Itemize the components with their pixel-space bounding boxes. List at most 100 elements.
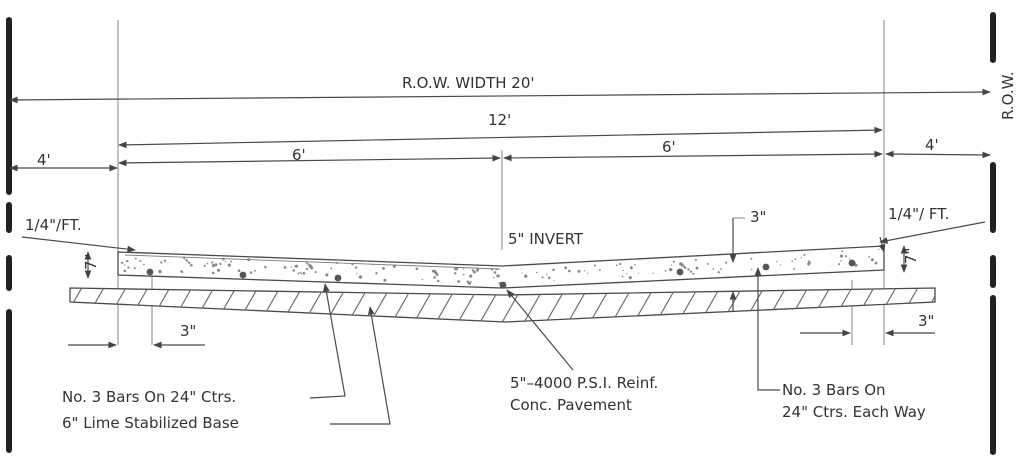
aggregate-dot xyxy=(123,269,127,273)
aggregate-dot xyxy=(299,271,301,274)
six-foot-right-dimension xyxy=(503,150,883,162)
aggregate-dot xyxy=(336,261,339,265)
aggregate-dot xyxy=(844,255,848,258)
aggregate-dot xyxy=(800,256,803,259)
aggregate-dot xyxy=(290,266,292,269)
aggregate-dot xyxy=(547,276,551,280)
aggregate-dot xyxy=(121,261,124,264)
aggregate-dot xyxy=(383,278,387,282)
aggregate-dot xyxy=(492,276,495,279)
aggregate-dot xyxy=(725,261,728,264)
aggregate-dot xyxy=(495,268,498,271)
aggregate-dot xyxy=(872,259,874,261)
concrete-pavement-slab xyxy=(117,245,885,289)
aggregate-dot xyxy=(189,262,191,264)
six-foot-right-label: 6' xyxy=(662,138,676,156)
aggregate-dot xyxy=(219,262,222,266)
aggregate-dot xyxy=(568,269,571,273)
slope-indicators xyxy=(21,221,986,253)
aggregate-dot xyxy=(133,267,136,270)
aggregate-dot xyxy=(874,261,878,265)
aggregate-dot xyxy=(214,263,218,267)
aggregate-dot xyxy=(692,272,695,275)
twelve-foot-label: 12' xyxy=(488,111,511,129)
leader-lines xyxy=(309,236,886,425)
aggregate-dot xyxy=(264,265,267,269)
aggregate-dot xyxy=(652,272,654,274)
aggregate-dot xyxy=(230,260,232,263)
lime-base-label: 6" Lime Stabilized Base xyxy=(62,414,239,432)
aggregate-dot xyxy=(493,271,497,274)
three-inch-left-label: 3" xyxy=(180,322,196,340)
aggregate-dot xyxy=(325,273,329,277)
aggregate-dot xyxy=(351,262,354,266)
pavement-spec-line1: 5"–4000 P.S.I. Reinf. xyxy=(510,374,658,392)
aggregate-dot xyxy=(314,271,317,274)
aggregate-dot xyxy=(776,261,778,263)
slope-left-label: 1/4"/FT. xyxy=(25,216,82,234)
invert-label: 5" INVERT xyxy=(508,230,584,248)
aggregate-dot xyxy=(305,261,308,264)
aggregate-dot xyxy=(664,269,667,272)
aggregate-dot xyxy=(382,266,385,270)
three-inch-top-label: 3" xyxy=(750,208,766,226)
aggregate-dot xyxy=(598,268,601,271)
aggregate-dot xyxy=(392,264,396,268)
pavement-aggregate-stipple xyxy=(121,248,880,285)
aggregate-dot xyxy=(670,264,673,266)
aggregate-dot xyxy=(302,272,306,275)
aggregate-dot xyxy=(191,264,193,267)
aggregate-dot xyxy=(583,270,586,272)
aggregate-dot xyxy=(375,272,378,275)
aggregate-dot xyxy=(706,262,709,265)
four-foot-right-label: 4' xyxy=(925,136,939,154)
six-foot-left-dimension xyxy=(118,154,501,167)
pavement-spec-line2: Conc. Pavement xyxy=(510,396,632,414)
aggregate-dot xyxy=(629,266,633,270)
aggregate-dot xyxy=(564,266,568,270)
three-inch-right-label: 3" xyxy=(918,312,934,330)
aggregate-dot xyxy=(803,253,806,256)
aggregate-dot xyxy=(371,264,374,266)
aggregate-dot xyxy=(283,266,287,269)
drawing-labels: R.O.W. WIDTH 20' R.O.W. 12' 4' 6' 6' 4' … xyxy=(25,71,1017,432)
aggregate-dot xyxy=(680,263,684,267)
aggregate-dot xyxy=(672,260,676,263)
aggregate-dot xyxy=(300,272,303,275)
aggregate-dot xyxy=(839,254,844,258)
aggregate-dot xyxy=(779,264,782,266)
aggregate-dot xyxy=(139,260,142,262)
slope-right-label: 1/4"/ FT. xyxy=(888,205,949,223)
aggregate-dot xyxy=(497,274,500,278)
aggregate-dot xyxy=(221,257,225,261)
dimension-lines xyxy=(9,88,991,172)
aggregate-dot xyxy=(158,269,162,274)
aggregate-dot xyxy=(687,268,690,271)
aggregate-dot xyxy=(577,269,581,273)
aggregate-dot xyxy=(330,267,333,270)
aggregate-dot xyxy=(186,260,189,262)
aggregate-dot xyxy=(807,262,811,266)
aggregate-dot xyxy=(309,265,313,269)
aggregate-dot xyxy=(126,259,129,263)
aggregate-dot xyxy=(669,267,673,272)
aggregate-dot xyxy=(127,266,130,269)
aggregate-dot xyxy=(436,279,440,283)
aggregate-dot xyxy=(628,276,632,280)
aggregate-dot xyxy=(434,271,438,275)
aggregate-dot xyxy=(546,273,548,276)
aggregate-dot xyxy=(211,271,215,275)
hatch-line xyxy=(940,284,964,326)
aggregate-dot xyxy=(695,266,699,270)
aggregate-dot xyxy=(292,269,296,272)
aggregate-dot xyxy=(541,276,544,279)
aggregate-dot xyxy=(552,268,555,271)
aggregate-dot xyxy=(211,263,216,268)
aggregate-dot xyxy=(163,259,167,262)
aggregate-dot xyxy=(868,256,870,258)
aggregate-dot xyxy=(462,273,465,276)
aggregate-dot xyxy=(307,262,309,265)
aggregate-dot xyxy=(553,280,555,282)
aggregate-dot xyxy=(211,261,214,264)
